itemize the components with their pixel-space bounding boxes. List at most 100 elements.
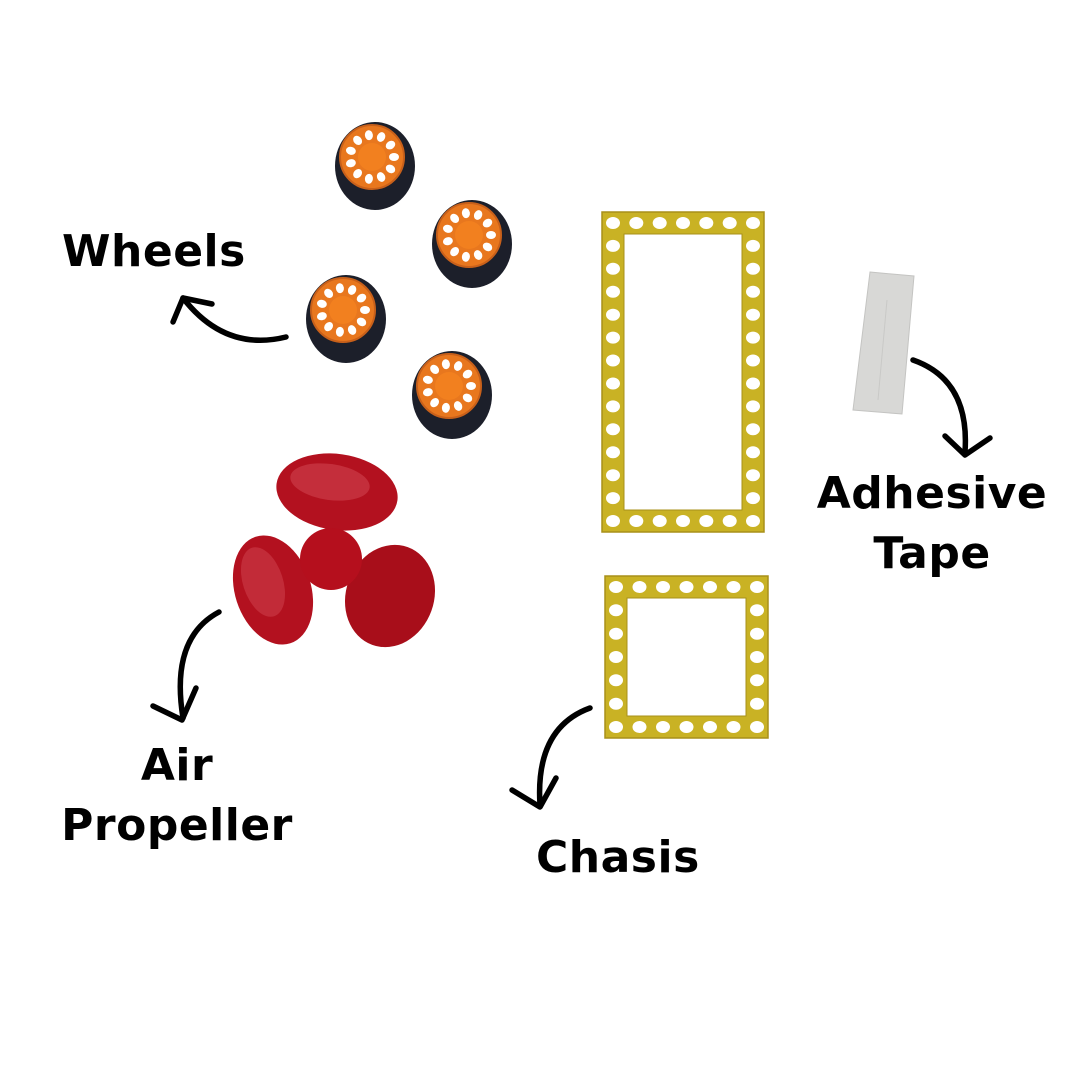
chassis-hole xyxy=(606,308,620,321)
wheel-spoke-hole xyxy=(316,312,327,321)
arrow-head xyxy=(170,295,215,325)
arrow-head xyxy=(942,433,993,458)
chasis-label: Chasis xyxy=(536,828,700,888)
chassis-hole xyxy=(632,581,647,593)
wheels-label: Wheels xyxy=(62,222,246,282)
wheel-spoke-hole xyxy=(466,382,476,390)
chassis-hole xyxy=(606,239,620,252)
air-propeller-label: Air Propeller xyxy=(52,736,302,856)
wheel-spoke-hole xyxy=(376,132,386,142)
wheel-spoke-hole xyxy=(316,299,327,308)
wheel-spoke-hole xyxy=(462,393,473,403)
chassis-hole xyxy=(606,331,620,344)
propeller-blade xyxy=(276,453,398,531)
chassis-hole xyxy=(609,627,623,640)
chassis-hole xyxy=(750,604,764,617)
chassis-hole xyxy=(606,515,620,527)
wheel-spoke-hole xyxy=(335,283,344,294)
chassis-hole xyxy=(679,721,694,733)
chassis-hole xyxy=(722,515,737,527)
wheel-hub-center xyxy=(329,296,357,324)
wheel-spoke-hole xyxy=(345,146,356,155)
chassis-hole xyxy=(679,581,694,593)
chassis-hole xyxy=(726,721,741,733)
adhesive-tape-label-line2: Tape xyxy=(873,528,991,579)
wheel-spoke-hole xyxy=(430,364,440,374)
wheel-spoke-hole xyxy=(389,153,399,161)
wheel-spoke-hole xyxy=(356,317,367,327)
wheels-group xyxy=(306,122,512,439)
chassis-hole xyxy=(606,262,620,275)
chassis-hole xyxy=(609,581,623,593)
wheel-spoke-hole xyxy=(385,164,396,174)
chassis-hole xyxy=(609,697,623,710)
wheel-spoke-hole xyxy=(364,130,373,141)
adhesive-tape-label-line1: Adhesive xyxy=(816,468,1048,519)
chassis-opening xyxy=(626,597,747,717)
wheel-spoke-hole xyxy=(486,231,496,239)
wheel-spoke-hole xyxy=(360,306,370,314)
wheel-spoke-hole xyxy=(430,398,440,408)
chassis-opening xyxy=(623,233,743,511)
adhesive-tape-arrow xyxy=(910,357,993,458)
wheel-spoke-hole xyxy=(473,210,483,220)
chassis-hole xyxy=(750,581,764,593)
chassis-hole xyxy=(750,627,764,640)
air-propeller-label-line1: Air xyxy=(140,740,214,791)
chassis-hole xyxy=(703,721,717,733)
chassis-hole xyxy=(750,674,764,687)
arrow-shaft xyxy=(910,357,969,455)
propeller-hub xyxy=(300,528,362,590)
wheel-hub-center xyxy=(358,143,386,171)
wheel-spoke-hole xyxy=(441,402,450,413)
wheel-spoke-hole xyxy=(335,326,344,337)
chassis-hole xyxy=(606,423,620,436)
wheel-spoke-hole xyxy=(422,375,433,384)
chassis-hole xyxy=(746,285,760,298)
air-propeller-label-line2: Propeller xyxy=(61,800,293,851)
chassis-hole xyxy=(652,217,667,229)
wheel-spoke-hole xyxy=(441,359,450,370)
arrows-group xyxy=(150,295,993,810)
wheel-rim xyxy=(310,277,376,343)
tape-crease xyxy=(877,299,888,401)
wheel-spoke-hole xyxy=(450,247,460,257)
propeller-blade-highlight xyxy=(240,547,286,617)
chassis-hole xyxy=(629,515,644,527)
chassis-hole xyxy=(609,674,623,687)
wheel xyxy=(306,275,386,363)
chassis-hole xyxy=(726,581,741,593)
wheel-rim xyxy=(416,353,482,419)
propeller-blade xyxy=(344,544,436,648)
chassis-hole xyxy=(606,492,620,505)
chassis-hole xyxy=(699,515,714,527)
wheel-spoke-hole xyxy=(385,140,396,150)
chassis-hole xyxy=(746,377,760,390)
wheel-spoke-hole xyxy=(347,285,357,295)
chassis-hole xyxy=(746,423,760,436)
chassis-hole xyxy=(746,400,760,413)
wheel-spoke-hole xyxy=(353,169,363,179)
chassis-hole xyxy=(606,285,620,298)
chassis-hole xyxy=(676,217,690,229)
wheel-spoke-hole xyxy=(345,159,356,168)
chassis-hole xyxy=(652,515,667,527)
chassis-hole xyxy=(722,217,737,229)
chassis-hole xyxy=(746,469,760,482)
wheels-arrow xyxy=(170,295,289,343)
wheel-spoke-hole xyxy=(462,369,473,379)
wheel-hub-center xyxy=(455,221,483,249)
adhesive-tape xyxy=(852,271,915,415)
wheel-spoke-hole xyxy=(453,401,463,411)
wheel-hub-center xyxy=(435,372,463,400)
wheel-spoke-hole xyxy=(376,172,386,182)
chassis-hole xyxy=(606,217,620,229)
arrow-shaft xyxy=(180,295,289,343)
wheel-rim xyxy=(436,202,502,268)
chassis-hole xyxy=(609,721,623,733)
adhesive-tape-label: Adhesive Tape xyxy=(812,464,1052,584)
wheel-spoke-hole xyxy=(364,173,373,184)
wheel-spoke-hole xyxy=(347,325,357,335)
wheel-spoke-hole xyxy=(442,237,453,246)
